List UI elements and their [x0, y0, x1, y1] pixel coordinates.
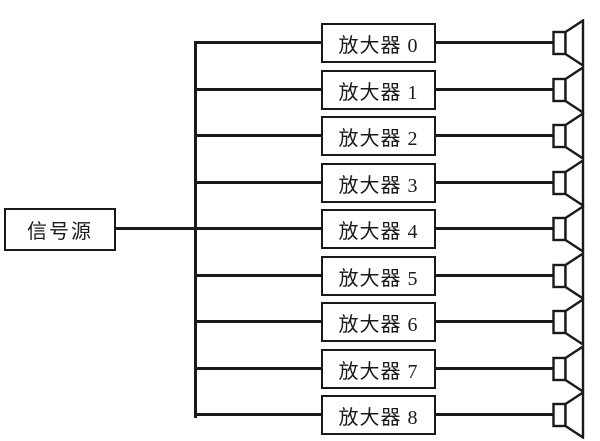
- amplifier-label: 放大器 8: [338, 406, 419, 429]
- branch-line: [194, 320, 321, 323]
- branch-line: [194, 134, 321, 137]
- branch-line: [194, 367, 321, 370]
- branch-line: [194, 413, 321, 416]
- speaker-icon: [552, 205, 585, 253]
- amplifier-label: 放大器 2: [338, 127, 419, 150]
- amp-to-speaker-line: [436, 413, 554, 416]
- amplifier-label: 放大器 1: [338, 81, 419, 104]
- amplifier-label: 放大器 3: [338, 174, 419, 197]
- amplifier-label: 放大器 4: [338, 220, 419, 243]
- source-to-bus-line: [116, 227, 194, 230]
- speaker-icon: [552, 252, 585, 300]
- amplifier-box-5: 放大器 5: [321, 256, 436, 296]
- signal-source-box: 信号源: [4, 208, 116, 251]
- signal-source-label: 信号源: [27, 221, 93, 243]
- branch-line: [194, 88, 321, 91]
- speaker-icon: [552, 66, 585, 114]
- amplifier-label: 放大器 0: [338, 34, 419, 57]
- amplifier-row-1: 放大器 1: [0, 66, 600, 114]
- amplifier-row-8: 放大器 8: [0, 391, 600, 439]
- amp-to-speaker-line: [436, 367, 554, 370]
- speaker-icon: [552, 391, 585, 439]
- amp-to-speaker-line: [436, 227, 554, 230]
- amplifier-box-4: 放大器 4: [321, 209, 436, 249]
- amplifier-box-1: 放大器 1: [321, 70, 436, 110]
- branch-line: [194, 227, 321, 230]
- amplifier-row-6: 放大器 6: [0, 298, 600, 346]
- amplifier-box-0: 放大器 0: [321, 23, 436, 63]
- amplifier-row-5: 放大器 5: [0, 252, 600, 300]
- amplifier-label: 放大器 7: [338, 360, 419, 383]
- amp-to-speaker-line: [436, 41, 554, 44]
- amplifier-label: 放大器 6: [338, 313, 419, 336]
- branch-line: [194, 181, 321, 184]
- amplifier-box-6: 放大器 6: [321, 302, 436, 342]
- amplifier-row-0: 放大器 0: [0, 19, 600, 67]
- amp-to-speaker-line: [436, 320, 554, 323]
- speaker-icon: [552, 345, 585, 393]
- branch-line: [194, 41, 321, 44]
- amp-to-speaker-line: [436, 88, 554, 91]
- speaker-icon: [552, 19, 585, 67]
- amplifier-row-2: 放大器 2: [0, 112, 600, 160]
- amplifier-box-3: 放大器 3: [321, 163, 436, 203]
- speaker-icon: [552, 159, 585, 207]
- amplifier-box-7: 放大器 7: [321, 349, 436, 389]
- speaker-icon: [552, 298, 585, 346]
- amplifier-row-3: 放大器 3: [0, 159, 600, 207]
- amplifier-label: 放大器 5: [338, 267, 419, 290]
- amplifier-box-2: 放大器 2: [321, 116, 436, 156]
- amplifier-box-8: 放大器 8: [321, 395, 436, 435]
- speaker-icon: [552, 112, 585, 160]
- amp-to-speaker-line: [436, 274, 554, 277]
- amplifier-row-4: 放大器 4: [0, 205, 600, 253]
- amp-to-speaker-line: [436, 134, 554, 137]
- amp-to-speaker-line: [436, 181, 554, 184]
- branch-line: [194, 274, 321, 277]
- amplifier-row-7: 放大器 7: [0, 345, 600, 393]
